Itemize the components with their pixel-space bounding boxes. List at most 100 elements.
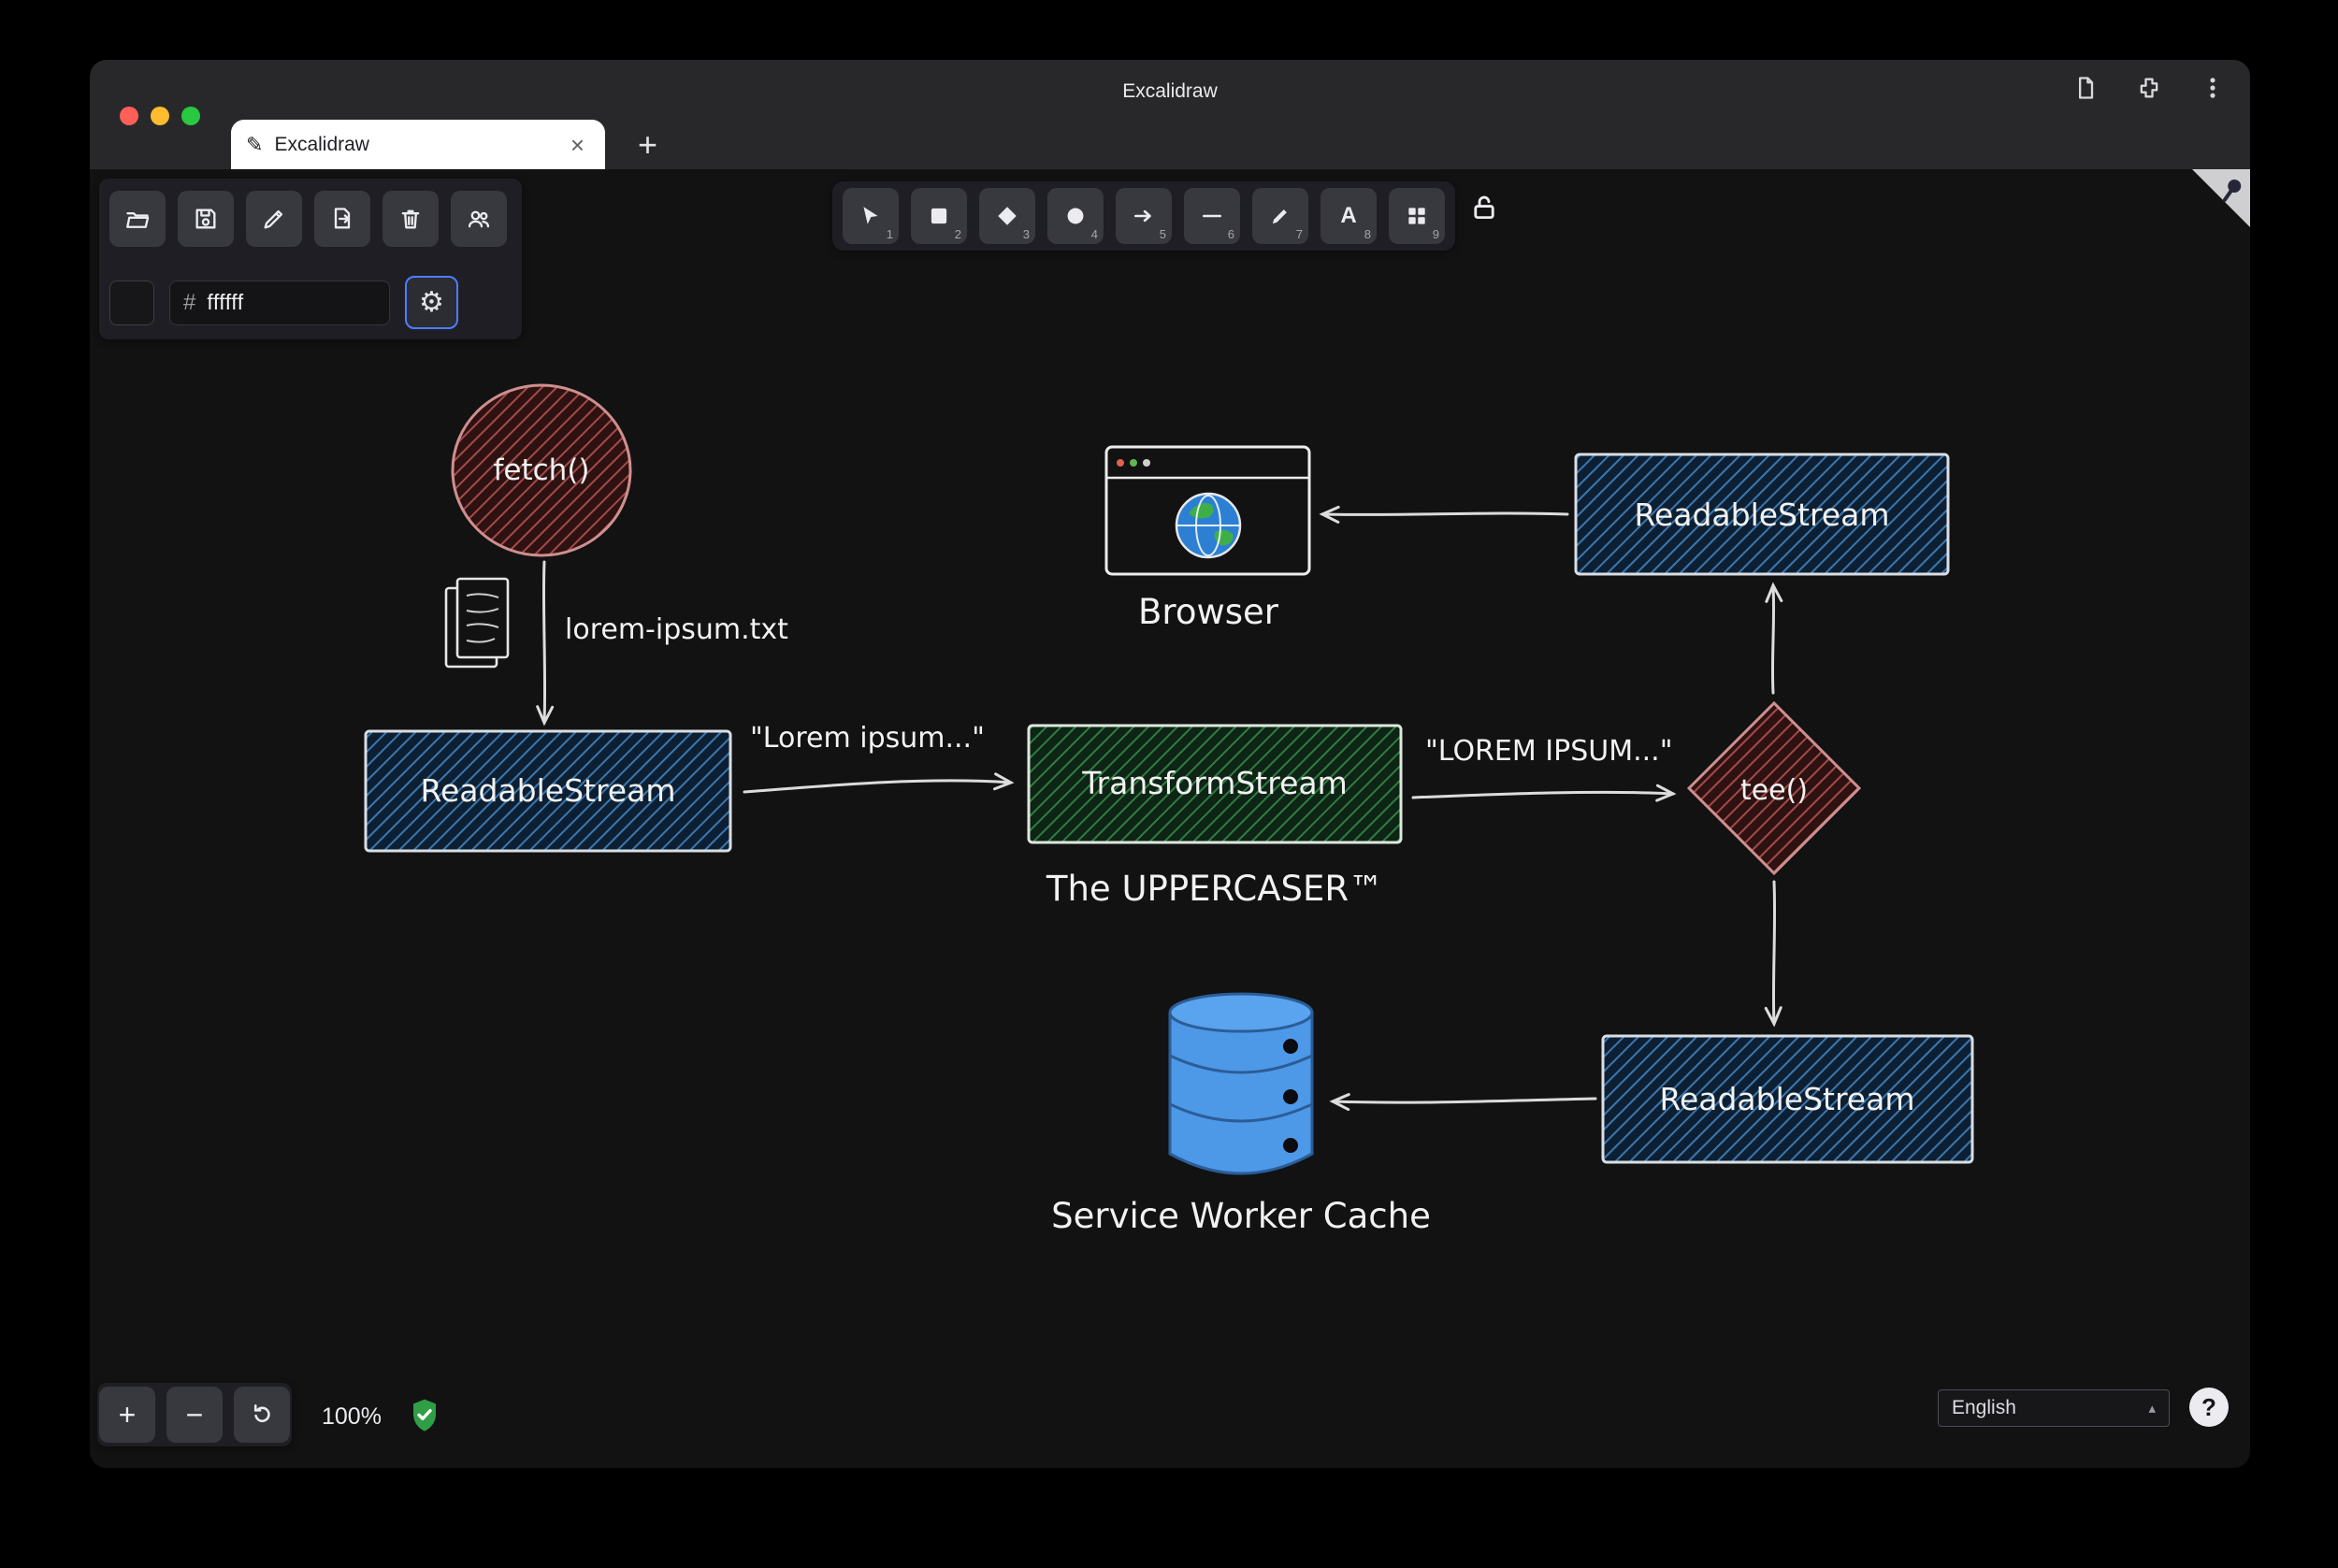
document-icon[interactable]: [2072, 75, 2099, 101]
save-icon: [195, 209, 216, 229]
excalidraw-favicon-icon: ✎: [246, 132, 264, 156]
file-actions-row: [109, 191, 507, 247]
zoom-reset-button[interactable]: [234, 1387, 290, 1443]
new-tab-button[interactable]: +: [638, 125, 658, 164]
minimize-window-button[interactable]: [151, 107, 169, 125]
readable-stream-left-node[interactable]: [364, 729, 732, 853]
cache-cylinder-node[interactable]: [1168, 992, 1314, 1175]
titlebar: Excalidraw: [90, 60, 2250, 122]
canvas-color-row: # ffffff ⚙: [109, 276, 458, 329]
close-window-button[interactable]: [120, 107, 138, 125]
menu-kebab-icon[interactable]: [2200, 75, 2226, 101]
shortcut-label: 8: [1364, 227, 1371, 241]
arrow-readable-to-browser[interactable]: [1319, 505, 1569, 524]
tool-text[interactable]: A 8: [1321, 188, 1377, 244]
arrow-label-lorem-upper[interactable]: "LOREM IPSUM...": [1425, 735, 1673, 768]
tool-draw[interactable]: 7: [1252, 188, 1308, 244]
zoom-out-button[interactable]: −: [166, 1387, 223, 1443]
users-icon: [468, 210, 490, 228]
save-as-button[interactable]: [246, 191, 302, 247]
readable-stream-top-node[interactable]: [1574, 453, 1950, 576]
encryption-shield-icon: [410, 1398, 440, 1438]
square-icon: [931, 208, 947, 224]
zoom-in-button[interactable]: +: [99, 1387, 155, 1443]
tool-rectangle[interactable]: 2: [911, 188, 967, 244]
library-corner-fold[interactable]: [2192, 169, 2250, 227]
collaboration-button[interactable]: [451, 191, 507, 247]
shapes-grid-icon: [1408, 208, 1425, 224]
pin-icon[interactable]: [2210, 173, 2248, 214]
arrow-label-lorem[interactable]: "Lorem ipsum...": [750, 722, 985, 755]
reset-zoom-icon: [253, 1404, 270, 1423]
diagram-svg: fetch() lorem-ipsum.txt ReadableStream "…: [364, 383, 1974, 1236]
save-button[interactable]: [178, 191, 234, 247]
keep-tool-active-button[interactable]: [1468, 192, 1500, 228]
transform-stream-node[interactable]: [1027, 724, 1403, 844]
readable-stream-bottom-label[interactable]: ReadableStream: [1660, 1081, 1915, 1117]
export-image-button[interactable]: [314, 191, 370, 247]
language-select[interactable]: English ▴: [1938, 1389, 2170, 1427]
titlebar-actions: [2072, 75, 2226, 101]
shortcut-label: 5: [1159, 227, 1166, 241]
open-file-button[interactable]: [109, 191, 166, 247]
shortcut-label: 9: [1432, 227, 1439, 241]
trash-icon: [401, 209, 420, 229]
zoom-level[interactable]: 100%: [322, 1403, 382, 1430]
hex-prefix: #: [183, 289, 196, 315]
line-icon: [1203, 214, 1221, 218]
canvas-settings-button[interactable]: ⚙: [405, 276, 458, 329]
clear-canvas-button[interactable]: [382, 191, 439, 247]
extensions-icon[interactable]: [2136, 75, 2162, 101]
tool-ellipse[interactable]: 4: [1047, 188, 1104, 244]
fullscreen-window-button[interactable]: [181, 107, 200, 125]
folder-open-icon: [126, 212, 150, 228]
cursor-icon: [863, 207, 878, 224]
hex-value: ffffff: [207, 290, 244, 314]
arrow-transform-to-tee[interactable]: [1411, 784, 1677, 802]
tab-close-button[interactable]: ×: [570, 130, 584, 159]
background-color-swatch[interactable]: [109, 280, 154, 325]
file-label[interactable]: lorem-ipsum.txt: [565, 613, 788, 646]
cache-caption[interactable]: Service Worker Cache: [1051, 1196, 1431, 1236]
export-icon: [334, 208, 351, 229]
browser-node[interactable]: [1104, 445, 1311, 576]
hex-color-input[interactable]: # ffffff: [169, 280, 390, 325]
documents-icon[interactable]: [444, 577, 510, 669]
gear-icon: ⚙: [419, 287, 444, 318]
zoom-island: + −: [97, 1383, 292, 1446]
text-tool-icon: A: [1340, 203, 1357, 228]
window-title: Excalidraw: [1122, 80, 1218, 102]
tool-arrow[interactable]: 5: [1116, 188, 1172, 244]
help-button[interactable]: ?: [2189, 1388, 2229, 1427]
tool-selection[interactable]: 1: [843, 188, 899, 244]
tab-excalidraw[interactable]: ✎ Excalidraw ×: [231, 120, 605, 169]
fetch-label[interactable]: fetch(): [493, 453, 589, 487]
arrow-fetch-to-readable[interactable]: [536, 560, 555, 726]
unlock-icon: [1474, 195, 1494, 220]
arrow-readable-to-transform[interactable]: [743, 772, 1015, 794]
transform-caption[interactable]: The UPPERCASER™: [1046, 869, 1383, 909]
tool-more-shapes[interactable]: 9: [1389, 188, 1445, 244]
readable-stream-bottom-node[interactable]: [1601, 1034, 1974, 1164]
diamond-icon: [998, 207, 1017, 225]
fetch-node[interactable]: [451, 383, 632, 557]
transform-stream-label[interactable]: TransformStream: [1081, 765, 1348, 801]
readable-stream-top-label[interactable]: ReadableStream: [1635, 496, 1890, 533]
arrow-tee-to-readable-top[interactable]: [1765, 582, 1783, 695]
arrow-readable-to-cache[interactable]: [1329, 1093, 1597, 1112]
readable-stream-left-label[interactable]: ReadableStream: [421, 772, 676, 809]
pencil-icon: [1272, 209, 1287, 224]
shape-toolbar-island: 1 2 3 4 5 6 7: [832, 181, 1455, 251]
excalidraw-canvas[interactable]: fetch() lorem-ipsum.txt ReadableStream "…: [90, 169, 2250, 1468]
browser-caption[interactable]: Browser: [1138, 592, 1279, 632]
arrow-tee-to-readable-bottom[interactable]: [1764, 880, 1782, 1028]
tool-diamond[interactable]: 3: [979, 188, 1035, 244]
diagram-arrows[interactable]: [536, 505, 1783, 1112]
tee-label[interactable]: tee(): [1740, 774, 1808, 807]
tee-node[interactable]: [1686, 700, 1862, 876]
left-toolbar-island: # ffffff ⚙: [99, 179, 522, 339]
shortcut-label: 3: [1022, 227, 1030, 241]
circle-icon: [1067, 208, 1084, 224]
tool-line[interactable]: 6: [1184, 188, 1240, 244]
arrow-icon: [1134, 209, 1151, 223]
